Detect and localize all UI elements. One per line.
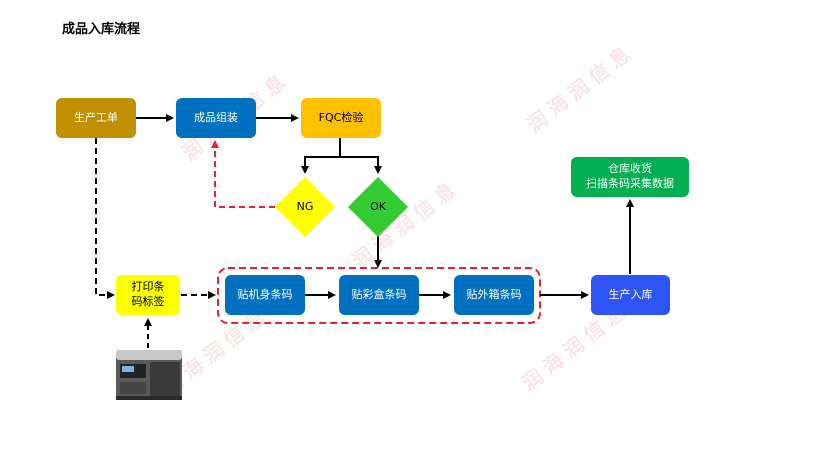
node-warehousing: 生产入库 xyxy=(591,275,670,315)
barcode-printer-icon xyxy=(116,350,182,400)
receiving-line2: 扫描条码采集数据 xyxy=(586,177,674,190)
node-outer-box-label: 贴外箱条码 xyxy=(454,275,534,315)
receiving-line1: 仓库收货 xyxy=(608,162,652,176)
node-assembly: 成品组装 xyxy=(176,98,256,138)
decision-ng-label: NG xyxy=(296,200,314,213)
node-color-box-label: 贴彩盒条码 xyxy=(339,275,419,315)
node-warehouse-receiving: 仓库收货 扫描条码采集数据 xyxy=(571,157,689,197)
connector-fqc-split xyxy=(301,138,341,174)
node-print-label: 打印条 码标签 xyxy=(116,275,180,315)
print-label-line1: 打印条 xyxy=(131,280,165,294)
arrow-workorder-print xyxy=(95,138,115,299)
node-body-label: 贴机身条码 xyxy=(225,275,305,315)
decision-ok-label: OK xyxy=(370,200,386,213)
arrow-ng-assembly xyxy=(211,140,275,208)
print-label-line2: 码标签 xyxy=(131,295,165,308)
decision-ng-diamond xyxy=(275,177,335,237)
decision-ok-diamond xyxy=(348,177,408,237)
page-title: 成品入库流程 xyxy=(62,22,141,37)
node-work-order: 生产工单 xyxy=(56,98,136,138)
connector-fqc-ok xyxy=(340,156,382,174)
node-fqc: FQC检验 xyxy=(301,98,381,138)
